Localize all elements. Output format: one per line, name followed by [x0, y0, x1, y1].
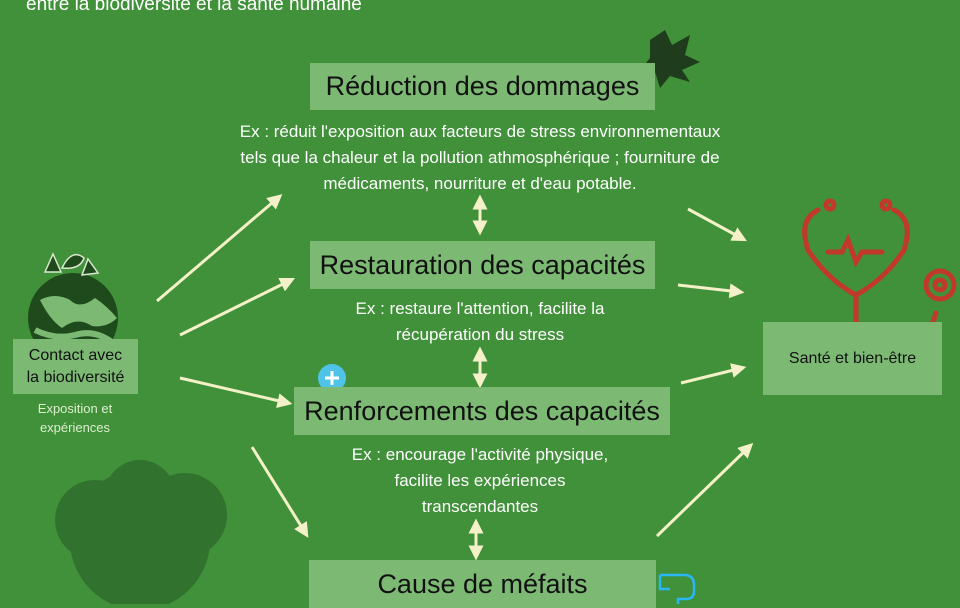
mefaits-title: Cause de méfaits	[377, 568, 588, 599]
arrow-contact-restauration	[179, 277, 296, 337]
arrow-restauration-sante	[677, 283, 745, 299]
arrows	[156, 194, 754, 561]
leaf-splash-icon	[640, 30, 700, 88]
restauration-desc-line-2: récupération du stress	[395, 325, 565, 344]
arrow-mefaits-sante	[655, 442, 754, 538]
box-reduction-dommages: Réduction des dommages	[310, 63, 655, 110]
reduction-desc: Ex : réduit l'exposition aux facteurs de…	[180, 119, 780, 197]
header-text: entre la biodiversité et la santé humain…	[26, 0, 362, 15]
reduction-title: Réduction des dommages	[325, 71, 640, 101]
plus-circle-icon	[318, 364, 346, 392]
arrow-renforcement-sante	[680, 363, 747, 385]
restauration-title: Restauration des capacités	[319, 249, 646, 280]
renforcements-title: Renforcements des capacités	[304, 395, 660, 426]
tree-icon	[55, 460, 227, 604]
thumbs-down-icon	[658, 573, 696, 604]
arrow-contact-mefaits	[250, 446, 309, 538]
box-contact-biodiversite: Contact avec la biodiversité	[13, 339, 138, 394]
box-renforcements-capacites: Renforcements des capacités	[294, 387, 670, 435]
contact-note-line-2: expériences	[39, 420, 111, 435]
renforcements-desc-line-1: Ex : encourage l'activité physique,	[351, 445, 609, 464]
restauration-desc: Ex : restaure l'attention, facilite la r…	[280, 296, 680, 348]
reduction-desc-line-2: tels que la chaleur et la pollution athm…	[240, 148, 720, 167]
contact-note: Exposition et expériences	[10, 399, 140, 437]
box-sante-bien-etre: Santé et bien-être	[763, 322, 942, 395]
contact-line-2: la biodiversité	[26, 368, 125, 386]
reduction-desc-line-3: médicaments, nourriture et d'eau potable…	[323, 174, 637, 193]
reduction-desc-line-1: Ex : réduit l'exposition aux facteurs de…	[239, 122, 721, 141]
renforcements-desc-line-3: transcendantes	[421, 497, 539, 516]
renforcements-desc: Ex : encourage l'activité physique, faci…	[290, 442, 670, 520]
sante-label: Santé et bien-être	[788, 349, 917, 367]
contact-line-1: Contact avec	[28, 346, 123, 364]
arrow-contact-reduction	[156, 194, 283, 303]
renforcements-desc-line-2: facilite les expériences	[394, 471, 566, 490]
box-cause-mefaits: Cause de méfaits	[309, 560, 656, 608]
restauration-desc-line-1: Ex : restaure l'attention, facilite la	[355, 299, 605, 318]
arrow-reduction-sante	[687, 207, 747, 242]
box-restauration-capacites: Restauration des capacités	[310, 241, 655, 289]
contact-note-line-1: Exposition et	[37, 401, 113, 416]
arrow-contact-renforcement	[179, 376, 293, 408]
